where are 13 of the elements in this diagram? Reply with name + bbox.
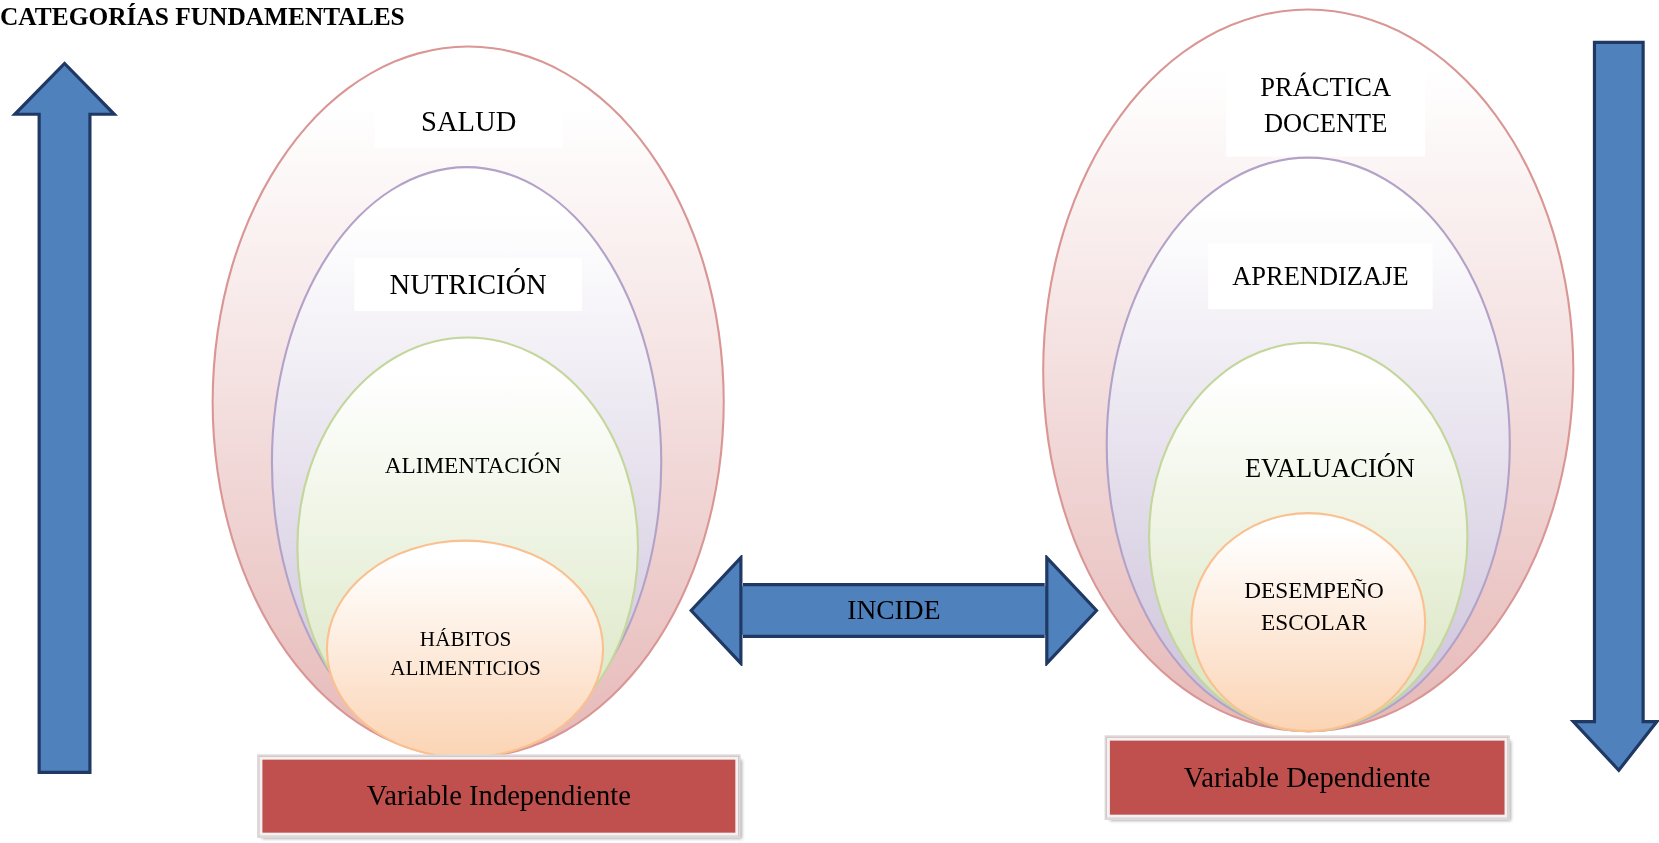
variable-box: [259, 756, 739, 836]
title: CATEGORÍAS FUNDAMENTALES: [0, 2, 405, 32]
ellipse-label: DESEMPEÑO ESCOLAR: [1243, 575, 1385, 637]
ellipse-label: APRENDIZAJE: [1208, 243, 1433, 309]
variable-box: [1106, 737, 1508, 818]
ellipse-label: ALIMENTACIÓN: [383, 450, 563, 481]
box-label: Variable Dependiente: [1183, 761, 1431, 795]
edge-label: INCIDE: [846, 594, 942, 628]
ellipse-label: NUTRICIÓN: [354, 258, 582, 312]
box-label: Variable Independiente: [366, 779, 631, 813]
ellipse-label: HÁBITOS ALIMENTICIOS: [389, 626, 542, 682]
ellipse-label: EVALUACIÓN: [1243, 452, 1416, 485]
double-arrow: [689, 556, 1099, 665]
